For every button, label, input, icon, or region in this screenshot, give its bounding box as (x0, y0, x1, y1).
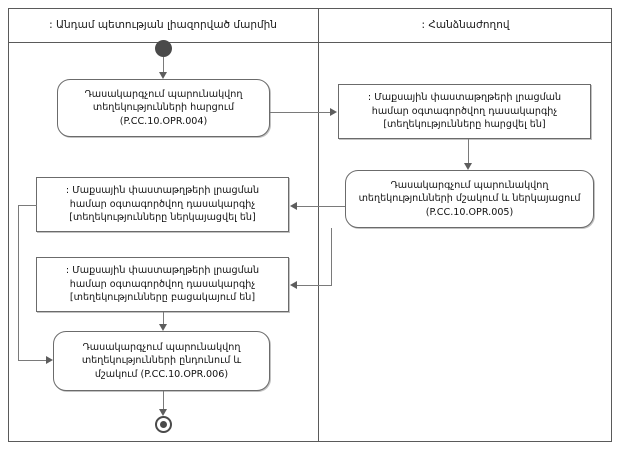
action-node-receive-and-process-line1: Դասակարգչում պարունակվող (82, 341, 241, 353)
object-node-classifier-absent-line2: համար օգտագործվող դասակարգիչ (69, 278, 256, 290)
action-node-information-request-line1: Դասակարգչում պարունակվող (84, 88, 243, 100)
action-node-information-request-code: (P.CC.10.OPR.004) (119, 115, 208, 127)
object-node-classifier-requested-line1: : Մաքսային փաստաթղթերի լրացման (367, 92, 562, 104)
diagram-frame (8, 8, 612, 442)
action-node-receive-and-process-line2: տեղեկությունների ընդունում և (81, 355, 242, 367)
object-node-classifier-absent-line1: : Մաքսային փաստաթղթերի լրացման (65, 265, 260, 277)
object-node-classifier-provided-line2: համար օգտագործվող դասակարգիչ (69, 198, 256, 210)
swimlane-divider (318, 8, 319, 442)
object-node-classifier-provided[interactable]: : Մաքսային փաստաթղթերի լրացման համար օգտ… (36, 177, 289, 232)
object-node-classifier-requested-line2: համար օգտագործվող դասակարգիչ (371, 105, 558, 117)
arrowhead-process-to-object-provided (290, 202, 297, 210)
action-node-information-request[interactable]: Դասակարգչում պարունակվող տեղեկություններ… (57, 79, 270, 137)
action-node-process-and-provide-line1: Դասակարգչում պարունակվող (390, 179, 549, 191)
action-node-receive-and-process[interactable]: Դասակարգչում պարունակվող տեղեկություններ… (53, 331, 270, 391)
edge-process-to-object-provided (297, 206, 345, 207)
edge-process-to-object-absent-vertical (331, 228, 332, 286)
action-node-receive-and-process-code: մշակում (P.CC.10.OPR.006) (94, 368, 229, 380)
arrowhead-request-to-object-requested (330, 108, 337, 116)
arrowhead-object-requested-to-process (464, 163, 472, 170)
edge-process-to-object-absent-horizontal (297, 285, 332, 286)
action-node-process-and-provide[interactable]: Դասակարգչում պարունակվող տեղեկություններ… (345, 170, 594, 228)
edge-object-provided-to-receive-top (18, 205, 37, 206)
swimlane-title-member-state-authority: : Անդամ պետության լիազորված մարմին (49, 19, 277, 31)
object-node-classifier-requested-state: [տեղեկությունները հարցվել են] (383, 119, 546, 131)
object-node-classifier-provided-line1: : Մաքսային փաստաթղթերի լրացման (65, 185, 260, 197)
swimlane-title-commission: : Հանձնաժողով (421, 19, 510, 31)
edge-object-requested-to-process (468, 139, 469, 163)
object-node-classifier-absent-state: [տեղեկությունները բացակայում են] (69, 292, 256, 304)
object-node-classifier-provided-state: [տեղեկությունները ներկայացվել են] (69, 212, 256, 224)
final-node (155, 416, 172, 433)
initial-node (155, 40, 172, 57)
lane-header-divider (8, 42, 612, 43)
edge-object-absent-to-receive (163, 312, 164, 324)
arrowhead-receive-to-final (159, 409, 167, 416)
edge-initial-to-request (163, 57, 164, 72)
action-node-information-request-line2: տեղեկությունների հարցում (92, 102, 235, 114)
object-node-classifier-absent[interactable]: : Մաքսային փաստաթղթերի լրացման համար օգտ… (36, 257, 289, 312)
arrowhead-object-provided-to-receive (46, 356, 53, 364)
arrowhead-object-absent-to-receive (159, 324, 167, 331)
edge-receive-to-final (163, 391, 164, 409)
arrowhead-process-to-object-absent (290, 281, 297, 289)
action-node-process-and-provide-line2: տեղեկությունների մշակում և ներկայացում (358, 193, 581, 205)
edge-object-provided-to-receive-bottom (18, 360, 46, 361)
edge-object-provided-to-receive-vertical (18, 205, 19, 361)
edge-request-to-object-requested (270, 112, 330, 113)
action-node-process-and-provide-code: (P.CC.10.OPR.005) (425, 206, 514, 218)
arrowhead-initial-to-request (159, 72, 167, 79)
object-node-classifier-requested[interactable]: : Մաքսային փաստաթղթերի լրացման համար օգտ… (338, 84, 591, 139)
